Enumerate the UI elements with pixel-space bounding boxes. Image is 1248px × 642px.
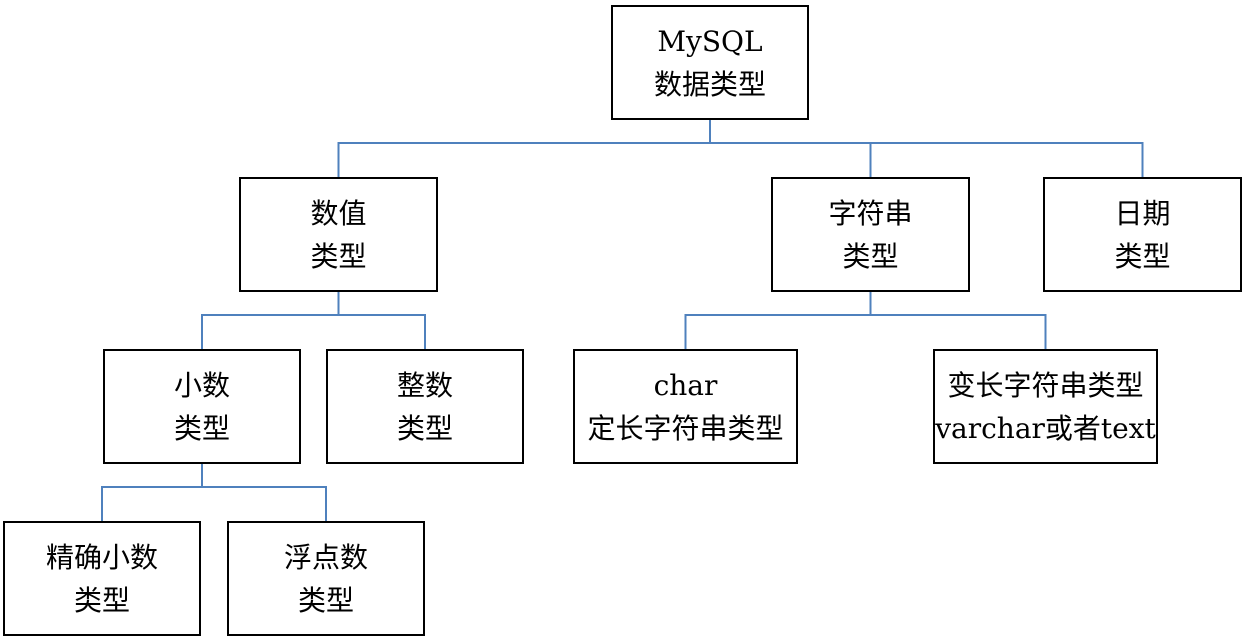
connector-decimal-float — [201, 464, 327, 521]
node-label-line1: 浮点数 — [283, 540, 368, 574]
node-label-line2: 定长字符串类型 — [587, 411, 784, 445]
node-label-line2: varchar或者text — [935, 411, 1156, 445]
node-label-line1: 小数 — [173, 368, 230, 402]
node-label-line1: 整数 — [396, 368, 453, 402]
connector-decimal-exact — [101, 464, 203, 521]
node-label-line1: 日期 — [1114, 196, 1171, 230]
node-label-line2: 类型 — [173, 411, 230, 445]
node-label-line1: 字符串 — [828, 196, 913, 230]
node-label-line1: 精确小数 — [45, 540, 158, 574]
node-label-line1: char — [653, 368, 718, 402]
connector-root-date — [709, 120, 1144, 177]
decimal-types-node: 小数 类型 — [103, 349, 301, 464]
node-label-line1: 数值 — [310, 196, 367, 230]
numeric-types-node: 数值 类型 — [239, 177, 438, 292]
node-label-line1: 变长字符串类型 — [947, 368, 1144, 402]
varchar-type-node: 变长字符串类型 varchar或者text — [933, 349, 1158, 464]
node-label-line2: 类型 — [842, 239, 899, 273]
node-label-line2: 类型 — [310, 239, 367, 273]
char-type-node: char 定长字符串类型 — [573, 349, 798, 464]
connector-root-string — [709, 120, 872, 177]
exact-decimal-types-node: 精确小数 类型 — [3, 521, 201, 636]
node-label-line2: 类型 — [396, 411, 453, 445]
connector-numeric-integer — [337, 292, 426, 349]
connector-numeric-decimal — [201, 292, 340, 349]
mysql-data-types-node: MySQL 数据类型 — [611, 5, 809, 120]
string-types-node: 字符串 类型 — [771, 177, 970, 292]
node-label-line2: 类型 — [1114, 239, 1171, 273]
connector-root-numeric — [337, 120, 711, 177]
float-types-node: 浮点数 类型 — [227, 521, 425, 636]
integer-types-node: 整数 类型 — [326, 349, 524, 464]
connector-string-varchar — [869, 292, 1047, 349]
node-label-line2: 类型 — [73, 583, 130, 617]
node-label-line1: MySQL — [657, 24, 763, 58]
node-label-line2: 数据类型 — [653, 67, 766, 101]
connector-string-char — [684, 292, 872, 349]
node-label-line2: 类型 — [297, 583, 354, 617]
date-types-node: 日期 类型 — [1043, 177, 1242, 292]
